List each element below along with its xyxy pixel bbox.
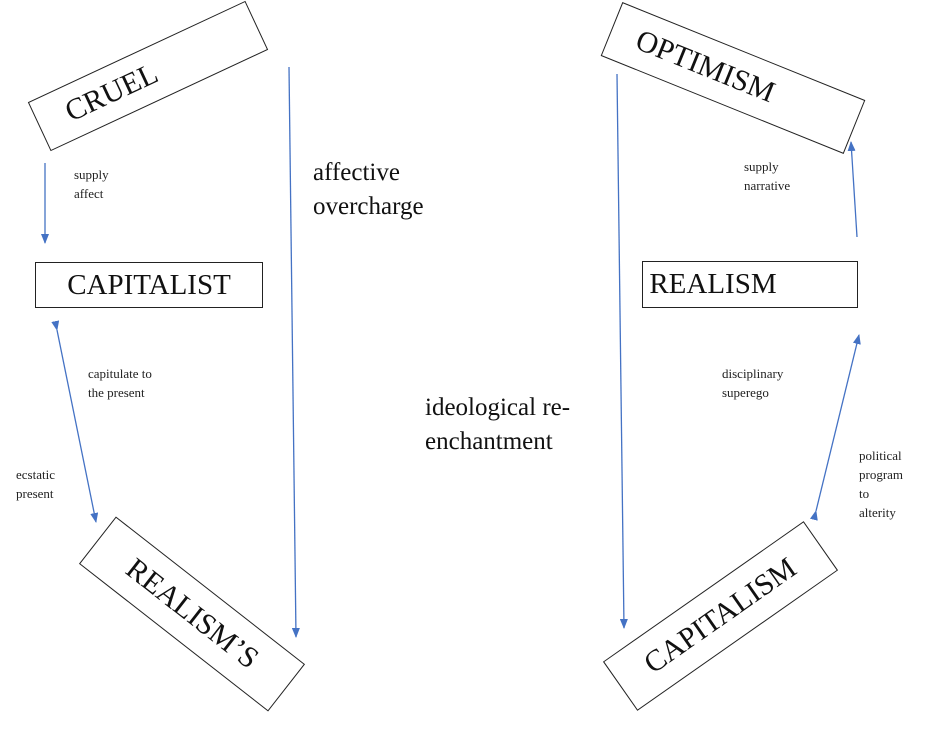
label-disciplinary-line1: disciplinary (722, 366, 784, 381)
arrow-realism-to-optimism (847, 141, 858, 238)
label-affective-line2: overcharge (313, 193, 424, 220)
arrow-affective-overcharge (288, 66, 300, 638)
label-ideological-line2: enchantment (425, 428, 553, 455)
box-realism: REALISM (642, 261, 858, 308)
label-capitulate-line2: the present (88, 385, 145, 400)
label-disciplinary-line2: superego (722, 385, 769, 400)
label-supply-affect: supply affect (74, 165, 109, 203)
label-political-line2: program (859, 467, 904, 482)
label-ecstatic-line2: present (16, 486, 54, 501)
label-political-line1: political (859, 448, 902, 463)
label-supply-affect-line1: supply (74, 167, 109, 182)
label-supply-narrative-line1: supply (744, 159, 779, 174)
label-supply-narrative: supply narrative (744, 157, 790, 195)
label-capitulate: capitulate to the present (88, 364, 152, 402)
arrow-capitalism-realism (809, 334, 861, 521)
box-capitalist-label: CAPITALIST (67, 268, 231, 301)
arrow-ideological-reenchantment (616, 73, 628, 629)
box-capitalist: CAPITALIST (35, 262, 263, 308)
label-affective-line1: affective (313, 159, 400, 186)
label-ecstatic-line1: ecstatic (16, 467, 55, 482)
label-disciplinary-superego: disciplinary superego (722, 364, 783, 402)
label-ideological-line1: ideological re- (425, 394, 571, 421)
label-capitulate-line1: capitulate to (88, 366, 152, 381)
label-affective-overcharge: affective overcharge (313, 156, 424, 224)
box-realism-label: REALISM (649, 268, 777, 300)
label-political-line3: to (859, 486, 870, 501)
label-political-line4: alterity (859, 505, 896, 520)
label-ideological-reenchantment: ideological re- enchantment (425, 391, 570, 459)
label-ecstatic-present: ecstatic present (16, 465, 55, 503)
label-supply-affect-line2: affect (74, 186, 104, 201)
label-political-program: political program to alterity (859, 446, 903, 522)
arrow-capitalist-realisms (51, 320, 99, 523)
label-supply-narrative-line2: narrative (744, 178, 791, 193)
